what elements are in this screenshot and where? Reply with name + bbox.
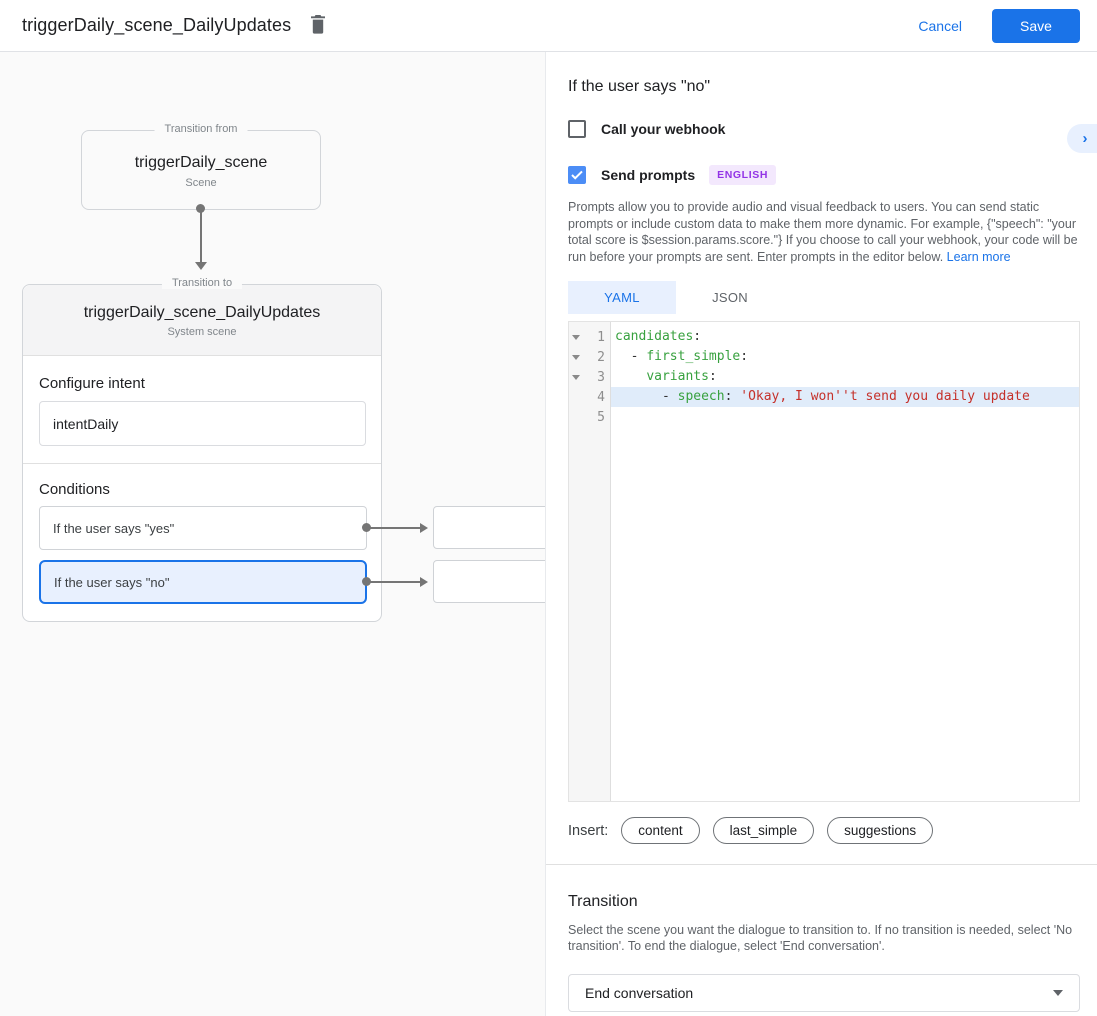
- connector-line: [370, 581, 420, 583]
- transition-from-legend: Transition from: [154, 123, 248, 135]
- panel-divider: [546, 864, 1097, 865]
- connector-dot: [362, 577, 371, 586]
- condition-detail-panel: › If the user says "no" Call your webhoo…: [545, 52, 1097, 1016]
- transition-heading: Transition: [568, 893, 638, 910]
- tab-json[interactable]: JSON: [712, 290, 748, 305]
- line-number: 2: [597, 349, 605, 365]
- prompts-description: Prompts allow you to provide audio and v…: [568, 199, 1080, 265]
- to-scene-title: triggerDaily_scene_DailyUpdates: [83, 304, 321, 321]
- prompts-description-text: Prompts allow you to provide audio and v…: [568, 200, 1078, 264]
- yaml-punct: :: [708, 369, 717, 384]
- line-number: 1: [597, 329, 605, 345]
- editor-code-area[interactable]: candidates: - first_simple: variants: - …: [611, 322, 1079, 801]
- transition-from-box[interactable]: Transition from triggerDaily_scene Scene: [81, 123, 321, 210]
- yaml-punct: :: [724, 389, 741, 404]
- save-button[interactable]: Save: [992, 8, 1080, 43]
- transition-description: Select the scene you want the dialogue t…: [568, 923, 1073, 953]
- editor-gutter: 1 2 3 4 5: [569, 322, 611, 801]
- editor-format-tabs: YAML JSON: [568, 281, 1080, 314]
- fold-arrow-icon[interactable]: [569, 354, 583, 360]
- line-number: 5: [597, 409, 605, 425]
- chevron-right-icon: ›: [1082, 130, 1088, 147]
- language-badge: ENGLISH: [709, 165, 776, 185]
- connector-dot: [196, 204, 205, 213]
- line-number: 4: [597, 389, 605, 405]
- yaml-key: candidates: [615, 329, 694, 344]
- gutter-row[interactable]: 2: [569, 347, 610, 367]
- arrow-right-icon: [420, 577, 428, 587]
- tab-yaml[interactable]: YAML: [568, 281, 676, 314]
- code-line-1: candidates:: [611, 327, 1079, 347]
- insert-chip-suggestions[interactable]: suggestions: [827, 817, 934, 844]
- connector-line: [200, 209, 202, 263]
- yaml-string: 'Okay, I won''t send you daily update: [740, 389, 1030, 404]
- to-scene-subtitle: System scene: [167, 326, 237, 338]
- configure-intent-label: Configure intent: [39, 375, 145, 392]
- main-area: Transition from triggerDaily_scene Scene…: [0, 52, 1097, 1016]
- transition-to-legend: Transition to: [161, 277, 243, 289]
- from-scene-subtitle: Scene: [185, 177, 217, 189]
- yaml-punct: -: [615, 349, 647, 364]
- section-divider: [23, 463, 381, 464]
- gutter-row[interactable]: 3: [569, 367, 610, 387]
- intent-input[interactable]: intentDaily: [39, 401, 366, 446]
- connector-dot: [362, 523, 371, 532]
- yaml-punct: :: [693, 329, 702, 344]
- call-webhook-label: Call your webhook: [601, 121, 726, 137]
- fold-arrow-icon[interactable]: [569, 334, 583, 340]
- transition-select[interactable]: End conversation: [568, 974, 1080, 1012]
- code-line-3: variants:: [611, 367, 1079, 387]
- top-bar: triggerDaily_scene_DailyUpdates Cancel S…: [0, 0, 1097, 52]
- panel-title: If the user says "no": [568, 78, 711, 95]
- cancel-button[interactable]: Cancel: [918, 17, 962, 34]
- dropdown-arrow-icon: [1053, 990, 1063, 996]
- transition-select-value: End conversation: [585, 985, 694, 1001]
- insert-row: Insert: content last_simple suggestions: [568, 817, 1080, 844]
- condition-row-yes[interactable]: If the user says "yes": [39, 506, 367, 550]
- check-icon: [571, 170, 583, 180]
- gutter-row[interactable]: 1: [569, 327, 610, 347]
- from-scene-title: triggerDaily_scene: [134, 154, 268, 171]
- gutter-row[interactable]: 4: [569, 387, 610, 407]
- collapse-panel-button[interactable]: ›: [1067, 124, 1097, 153]
- fold-arrow-icon[interactable]: [569, 374, 583, 380]
- condition-target-box[interactable]: [433, 560, 545, 603]
- insert-chip-content[interactable]: content: [621, 817, 700, 844]
- arrow-right-icon: [420, 523, 428, 533]
- yaml-punct: :: [740, 349, 749, 364]
- gutter-row[interactable]: 5: [569, 407, 610, 427]
- learn-more-link[interactable]: Learn more: [946, 249, 1011, 264]
- transition-to-box: Transition to triggerDaily_scene_DailyUp…: [22, 277, 382, 622]
- code-line-2: - first_simple:: [611, 347, 1079, 367]
- yaml-key: first_simple: [646, 349, 741, 364]
- yaml-code-editor[interactable]: 1 2 3 4 5 can: [568, 321, 1080, 802]
- yaml-punct: -: [615, 389, 678, 404]
- code-line-5: [611, 407, 1079, 427]
- page-title: triggerDaily_scene_DailyUpdates: [22, 15, 292, 35]
- yaml-key: speech: [677, 389, 725, 404]
- connector-line: [370, 527, 420, 529]
- arrow-down-icon: [195, 262, 207, 270]
- conditions-label: Conditions: [39, 481, 110, 498]
- condition-target-box[interactable]: [433, 506, 545, 549]
- scene-diagram-canvas: Transition from triggerDaily_scene Scene…: [0, 52, 545, 1016]
- insert-label: Insert:: [568, 822, 609, 839]
- to-scene-header[interactable]: triggerDaily_scene_DailyUpdates System s…: [23, 285, 381, 356]
- delete-button[interactable]: [309, 14, 327, 37]
- condition-row-no[interactable]: If the user says "no": [39, 560, 367, 604]
- yaml-punct: [615, 369, 646, 384]
- yaml-key: variants: [646, 369, 709, 384]
- insert-chip-last-simple[interactable]: last_simple: [712, 817, 815, 844]
- code-line-4-active: - speech: 'Okay, I won''t send you daily…: [611, 387, 1079, 407]
- trash-icon: [309, 14, 327, 37]
- send-prompts-checkbox[interactable]: [568, 166, 586, 184]
- call-webhook-checkbox[interactable]: [568, 120, 586, 138]
- send-prompts-label: Send prompts: [601, 167, 696, 183]
- line-number: 3: [597, 369, 605, 385]
